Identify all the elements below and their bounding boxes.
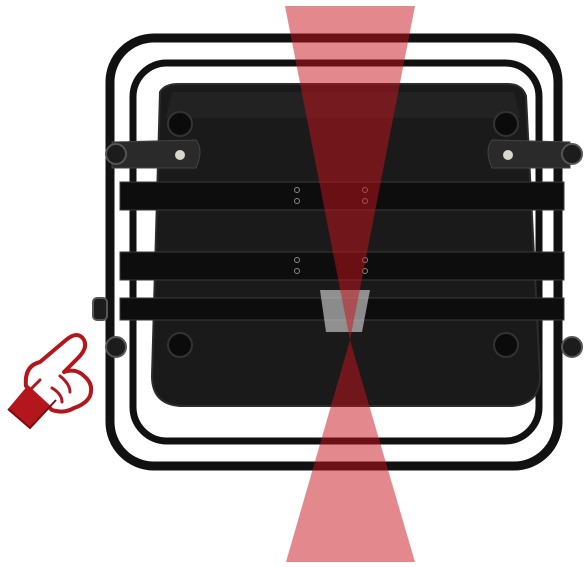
bracket-bolt-left bbox=[175, 150, 185, 160]
projector-foot-bottom-right bbox=[494, 333, 518, 357]
projector-foot-top-right bbox=[494, 112, 518, 136]
projector-foot-bottom-left bbox=[168, 333, 192, 357]
bracket-bolt-right bbox=[503, 150, 513, 160]
projector-foot-top-left bbox=[168, 112, 192, 136]
pointing-hand-icon bbox=[8, 335, 91, 428]
clamp-bracket-right bbox=[488, 140, 570, 168]
